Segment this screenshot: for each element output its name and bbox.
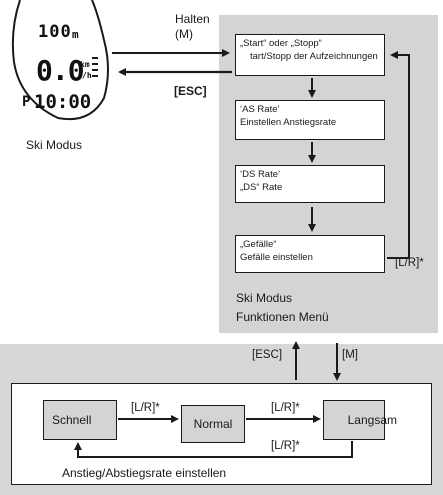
menu-caption-line1: Ski Modus bbox=[236, 291, 293, 305]
watch-outline bbox=[11, 0, 109, 120]
menu-item-gradient: „Gefälle“ Gefälle einstellen bbox=[235, 235, 385, 273]
time-prefix: P bbox=[22, 94, 31, 110]
altitude-unit: m bbox=[72, 28, 79, 41]
hold-label: Halten bbox=[175, 12, 210, 26]
device-caption: Ski Modus bbox=[26, 138, 83, 152]
arrow-langsam-to-schnell bbox=[74, 441, 353, 458]
lr-menu-label: [L/R]* bbox=[395, 257, 424, 269]
menu-item-title: ‘DS Rate’ bbox=[240, 169, 281, 180]
m-bottom-label: [M] bbox=[342, 349, 358, 361]
mode-schnell: Schnell bbox=[43, 400, 117, 440]
lr-label-1: [L/R]* bbox=[131, 402, 160, 414]
mode-panel-caption: Anstieg/Abstiegsrate einstellen bbox=[62, 466, 227, 480]
menu-item-desc: Gefälle einstellen bbox=[240, 251, 313, 263]
mode-label: Normal bbox=[193, 417, 233, 431]
menu-item-start-stop: „Start“ oder „Stopp“ tart/Stopp der Aufz… bbox=[235, 34, 385, 76]
menu-item-ds-rate: ‘DS Rate’ „DS“ Rate bbox=[235, 165, 385, 203]
menu-item-title: „Start“ oder „Stopp“ bbox=[240, 38, 322, 49]
mode-langsam: Langsam bbox=[323, 400, 397, 440]
altitude-value: 100 bbox=[38, 22, 72, 42]
mode-label: Langsam bbox=[347, 413, 397, 427]
hold-key-label: (M) bbox=[175, 27, 193, 41]
speed-value: 0.0 bbox=[36, 54, 85, 87]
speed-unit-bottom: /h bbox=[82, 71, 92, 80]
watch-device: 100 m 0.0 km /h P 10:00 bbox=[0, 0, 110, 140]
menu-item-desc: tart/Stopp der Aufzeichnungen bbox=[250, 50, 378, 62]
esc-label: [ESC] bbox=[174, 84, 207, 98]
lr-label-2: [L/R]* bbox=[271, 402, 300, 414]
time-value: 10:00 bbox=[34, 91, 92, 113]
menu-item-desc: „DS“ Rate bbox=[240, 181, 283, 193]
menu-item-as-rate: ‘AS Rate’ Einstellen Anstiegsrate bbox=[235, 100, 385, 140]
mode-label: Schnell bbox=[52, 413, 92, 427]
esc-bottom-label: [ESC] bbox=[252, 349, 283, 361]
menu-item-title: „Gefälle“ bbox=[240, 239, 277, 250]
arrow-loop-back bbox=[387, 51, 410, 259]
mode-normal: Normal bbox=[181, 405, 245, 443]
menu-caption-line2: Funktionen Menü bbox=[236, 310, 329, 324]
menu-item-desc: Einstellen Anstiegsrate bbox=[240, 116, 337, 128]
menu-item-title: ‘AS Rate’ bbox=[240, 104, 280, 115]
speed-unit-top: km bbox=[80, 60, 90, 69]
lr-label-3: [L/R]* bbox=[271, 440, 300, 452]
